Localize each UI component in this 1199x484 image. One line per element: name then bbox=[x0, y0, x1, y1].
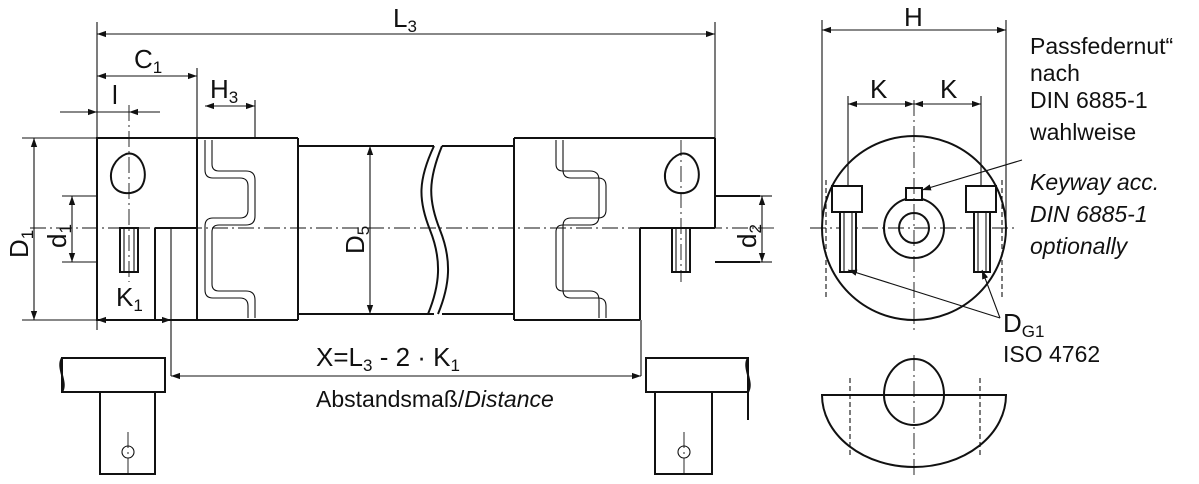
dim-L3: L3 bbox=[96, 3, 716, 138]
dim-K1: K1 bbox=[96, 282, 171, 330]
svg-text:d2: d2 bbox=[732, 224, 765, 248]
dim-d1: d1 bbox=[42, 195, 97, 263]
dim-l: l bbox=[60, 80, 160, 116]
set-screw-hole bbox=[110, 152, 146, 195]
label-C1: C bbox=[134, 44, 153, 74]
distance-view: X=L3 - 2 · K1 Abstandsmaß/Distance bbox=[59, 228, 751, 475]
screw-standard: ISO 4762 bbox=[1003, 341, 1100, 367]
keyway-note-en-2: DIN 6885-1 bbox=[1030, 201, 1148, 227]
distance-formula: X=L bbox=[316, 342, 363, 372]
keyway-note-de-4: wahlweise bbox=[1029, 119, 1136, 145]
label-L3: L bbox=[393, 3, 407, 33]
label-K-left: K bbox=[870, 74, 888, 104]
right-hub bbox=[513, 137, 760, 321]
svg-text:d1: d1 bbox=[42, 224, 75, 248]
svg-text:DG1: DG1 bbox=[1003, 308, 1044, 341]
svg-text:D5: D5 bbox=[340, 226, 373, 254]
side-view: L3 C1 H3 l D1 bbox=[4, 3, 775, 330]
label-d1: d bbox=[42, 234, 72, 248]
label-D5: D bbox=[340, 235, 370, 254]
label-DG1: D bbox=[1003, 308, 1022, 338]
svg-text:H3: H3 bbox=[210, 74, 238, 107]
distance-label-en: Distance bbox=[464, 386, 553, 412]
keyway-note: Passfedernut“ nach DIN 6885-1 wahlweise … bbox=[1029, 33, 1173, 259]
keyway-note-de-2: nach bbox=[1030, 60, 1080, 86]
set-screw-hole-right bbox=[664, 152, 700, 195]
label-l: l bbox=[112, 80, 118, 110]
screw-note: DG1 ISO 4762 bbox=[1003, 308, 1100, 367]
label-H3: H bbox=[210, 74, 229, 104]
svg-text:K1: K1 bbox=[116, 282, 143, 315]
dim-H3: H3 bbox=[205, 74, 256, 138]
label-K1: K bbox=[116, 282, 134, 312]
dim-d2: d2 bbox=[732, 195, 772, 263]
svg-text:X=L3 - 2 · K1: X=L3 - 2 · K1 bbox=[316, 342, 460, 375]
keyway-note-de-3: DIN 6885-1 bbox=[1030, 87, 1148, 113]
label-D1: D bbox=[4, 239, 34, 258]
keyway-note-en-3: optionally bbox=[1030, 233, 1129, 259]
label-K-right: K bbox=[940, 74, 958, 104]
label-H: H bbox=[904, 2, 923, 32]
keyway-note-de-1: Passfedernut“ bbox=[1030, 33, 1173, 59]
label-d2: d bbox=[732, 234, 762, 248]
front-view: H K K bbox=[810, 2, 1023, 475]
dim-C1: C1 bbox=[97, 44, 198, 138]
svg-text:Abstandsmaß/Distance: Abstandsmaß/Distance bbox=[316, 386, 554, 412]
svg-text:L3: L3 bbox=[393, 3, 417, 36]
distance-label-de: Abstandsmaß/ bbox=[316, 386, 465, 412]
keyway-note-en-1: Keyway acc. bbox=[1030, 169, 1159, 195]
spacer-tube bbox=[298, 145, 514, 315]
dim-D1: D1 bbox=[4, 137, 97, 321]
svg-text:C1: C1 bbox=[134, 44, 162, 77]
svg-text:D1: D1 bbox=[4, 230, 37, 258]
dim-D5: D5 bbox=[340, 146, 374, 314]
